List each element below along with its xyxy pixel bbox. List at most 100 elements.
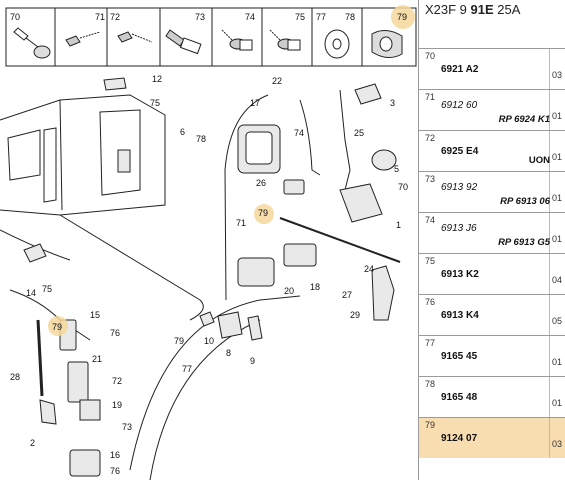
grommet-icon: [371, 30, 403, 58]
bolt-icon: [165, 29, 202, 55]
part-code: 6912 60: [441, 100, 478, 111]
part-code: 6925 E4: [441, 146, 479, 157]
callout: 73: [122, 422, 132, 432]
bezel: [283, 243, 317, 267]
model-header: X23F 9 91E 25A: [419, 0, 565, 22]
callout: 10: [204, 336, 214, 346]
callout: 28: [10, 372, 20, 382]
part-quantity: 01: [551, 111, 562, 121]
strip-label: 75: [295, 12, 305, 22]
callout: 79: [174, 336, 184, 346]
part-code: 6913 92: [441, 182, 478, 193]
callout: 14: [26, 288, 36, 298]
washer-icon: [324, 29, 350, 59]
part-quantity: 03: [551, 439, 562, 449]
callout: 9: [250, 356, 255, 366]
fastener-strip: [5, 7, 417, 67]
part-index: 71: [425, 92, 436, 102]
callout: 27: [342, 290, 352, 300]
column-divider: [549, 254, 550, 294]
part-code: 9165 48: [441, 392, 478, 403]
column-divider: [549, 172, 550, 212]
callout: 6: [180, 127, 185, 137]
fastener-icons: [13, 27, 403, 59]
fastener: [199, 311, 215, 327]
column-divider: [549, 49, 550, 89]
callout: 15: [90, 310, 100, 320]
part-index: 78: [425, 379, 436, 389]
callout: 1: [396, 220, 401, 230]
callout: 22: [272, 76, 282, 86]
part-row[interactable]: 79 9124 07 03: [419, 417, 565, 458]
strip-label: 79: [397, 12, 407, 22]
check-strap: [117, 149, 131, 173]
callout: 29: [350, 310, 360, 320]
strip-label: 73: [195, 12, 205, 22]
parts: [23, 77, 401, 477]
callout: 17: [250, 98, 260, 108]
callout: 78: [196, 134, 206, 144]
callout: 5: [394, 164, 399, 174]
part-index: 72: [425, 133, 436, 143]
column-divider: [549, 377, 550, 417]
screw-icon: [65, 31, 101, 47]
callout: 25: [354, 128, 364, 138]
callout: 12: [152, 74, 162, 84]
bolt-washer-icon: [13, 27, 51, 59]
model-bold: 91E: [470, 2, 494, 17]
latch-plate: [67, 361, 89, 403]
callout: 3: [390, 98, 395, 108]
part-code: 6913 K2: [441, 269, 479, 280]
column-divider: [549, 90, 550, 130]
part-code: 9124 07: [441, 433, 478, 444]
strip-labels: 70 71 72 73 74 75 77 78 79: [10, 12, 407, 22]
part-index: 79: [425, 420, 436, 430]
part-reference: UON: [528, 155, 550, 166]
part-index: 75: [425, 256, 436, 266]
highlight-79-lower: [48, 316, 68, 336]
part-index: 74: [425, 215, 436, 225]
lock-cylinder: [371, 149, 397, 171]
stud-icon: [221, 29, 253, 51]
bracket: [354, 83, 382, 105]
bracket: [79, 399, 101, 421]
strip-label: 72: [110, 12, 120, 22]
highlight-79-strip: [391, 5, 415, 29]
rod: [299, 99, 321, 176]
strip-label: 71: [95, 12, 105, 22]
callout: 71: [236, 218, 246, 228]
van-body-sketch: [0, 94, 204, 341]
callout: 18: [310, 282, 320, 292]
callout: 26: [256, 178, 266, 188]
cable: [279, 217, 401, 263]
part-quantity: 03: [551, 70, 562, 80]
lock-body: [39, 399, 57, 425]
column-divider: [549, 295, 550, 335]
part-index: 73: [425, 174, 436, 184]
callout: 24: [364, 264, 374, 274]
strip-label: 78: [345, 12, 355, 22]
inner-handle: [237, 257, 275, 287]
callout: 21: [92, 354, 102, 364]
part-index: 76: [425, 297, 436, 307]
callout: 2: [30, 438, 35, 448]
part-code: 9165 45: [441, 351, 478, 362]
highlight-79-door: [254, 204, 274, 224]
part-reference: RP 6913 06: [500, 196, 550, 207]
strip-label: 70: [10, 12, 20, 22]
part-index: 77: [425, 338, 436, 348]
cable-rod: [36, 319, 44, 397]
column-divider: [549, 213, 550, 253]
part-index: 70: [425, 51, 436, 61]
